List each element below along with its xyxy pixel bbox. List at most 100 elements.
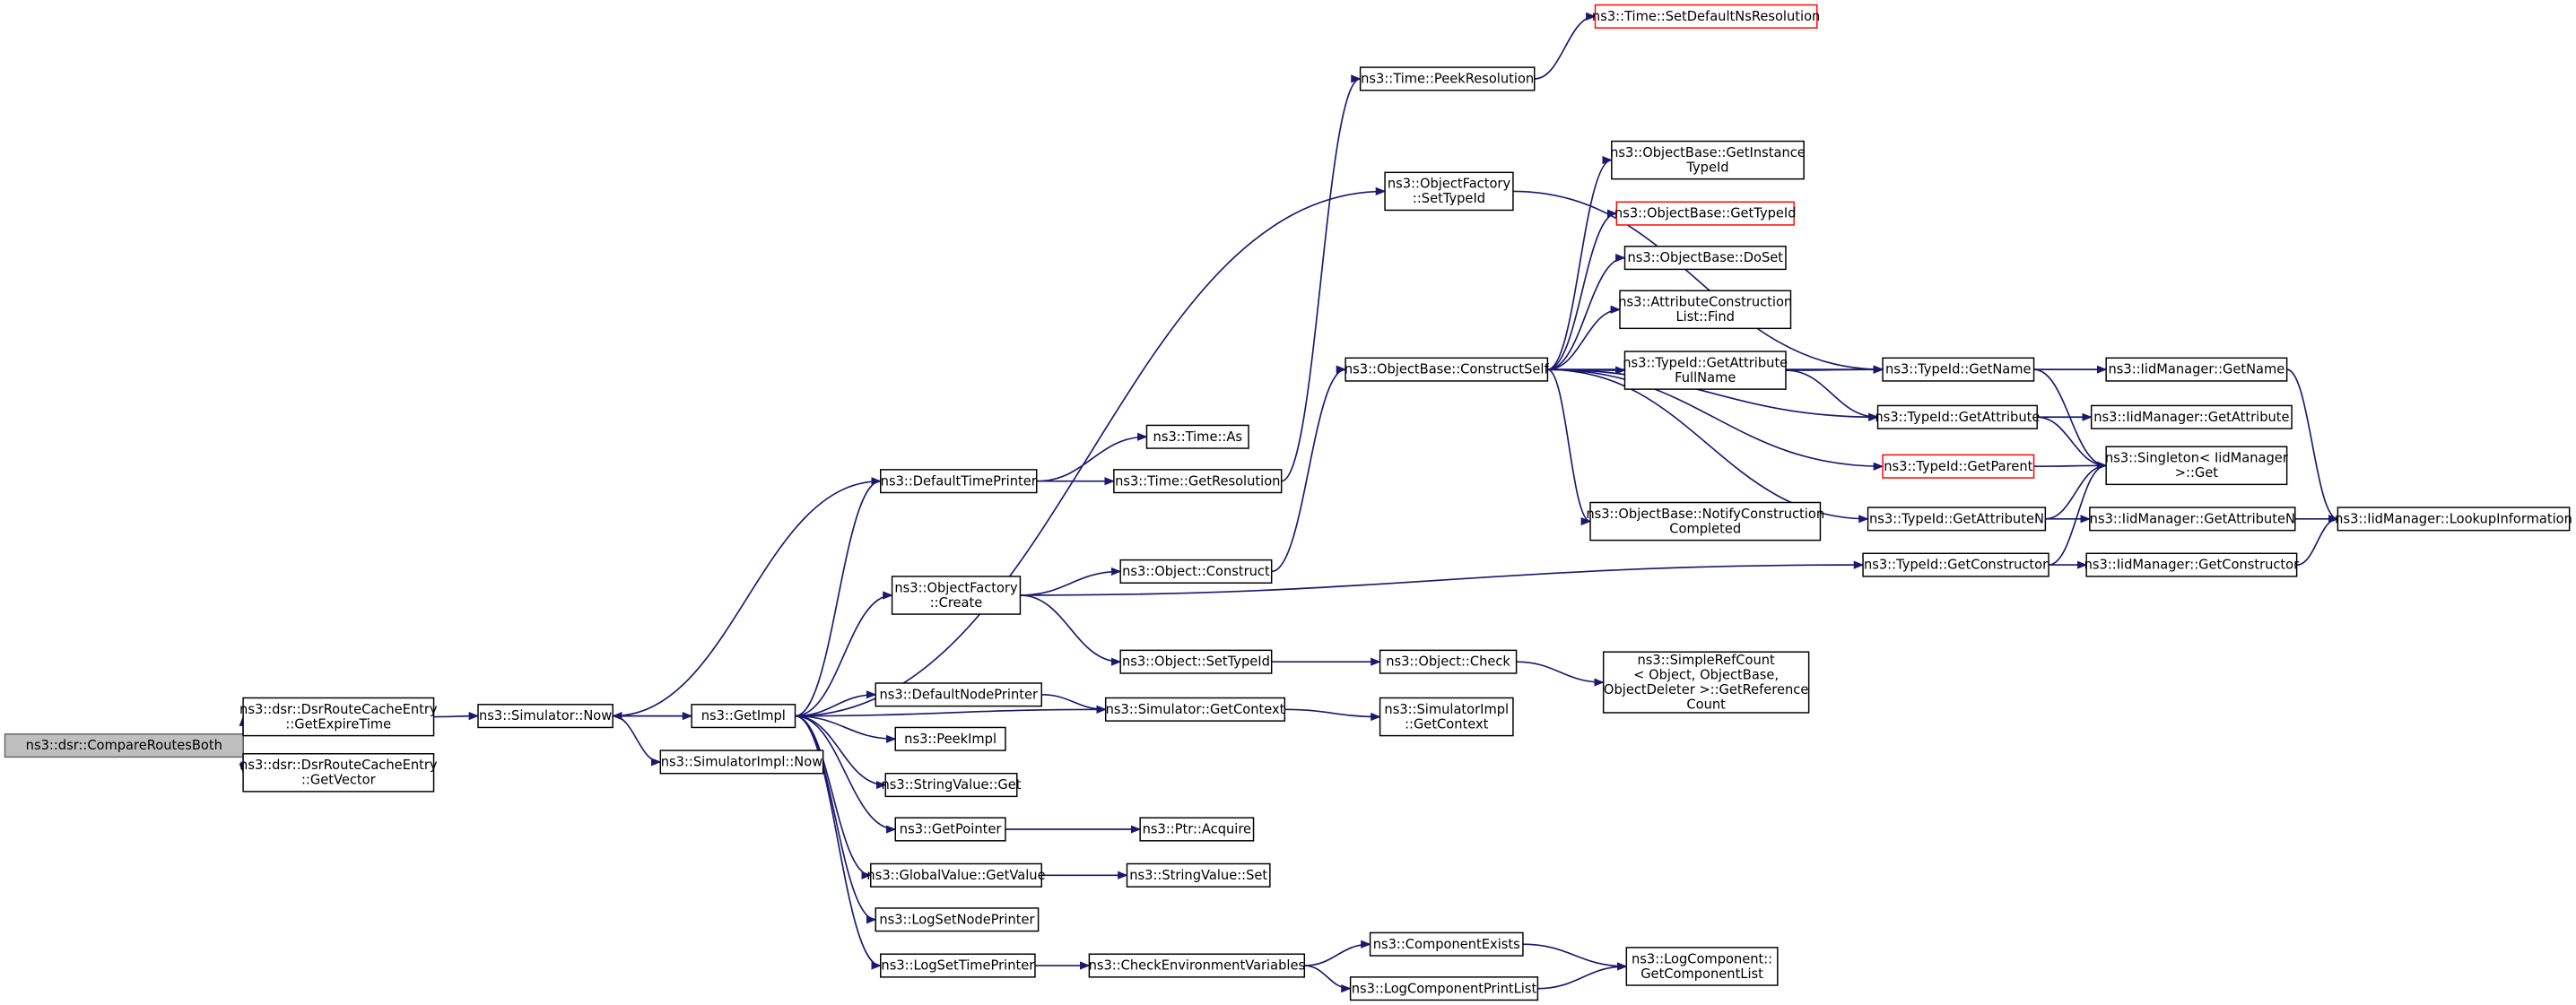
node-ns3-defaultnodeprinter[interactable]: ns3::DefaultNodePrinter: [875, 682, 1042, 707]
node-ns3-object-construct[interactable]: ns3::Object::Construct: [1119, 559, 1273, 584]
node-ns3-simulatorimpl-getcontext[interactable]: ns3::SimulatorImpl::GetContext: [1379, 697, 1514, 737]
node-box: [1625, 947, 1779, 986]
node-label: ns3::Simulator::Now: [479, 708, 612, 723]
edge-n22-n29: [1304, 965, 1352, 993]
node-ns3-object-check[interactable]: ns3::Object::Check: [1379, 649, 1518, 674]
node-ns3-time-as[interactable]: ns3::Time::As: [1145, 424, 1249, 449]
node-ns3-logsettimeprinter[interactable]: ns3::LogSetTimePrinter: [880, 953, 1036, 978]
edge-n28-n38: [1522, 943, 1628, 971]
node-ns3-objectbase-notifyconstructioncompleted[interactable]: ns3::ObjectBase::NotifyConstructionCompl…: [1586, 501, 1824, 541]
node-box: [884, 772, 1018, 798]
node-label: ns3::StringValue::Set: [1129, 868, 1267, 883]
node-box: [1594, 4, 1818, 29]
node-ns3-iidmanager-getattributen[interactable]: ns3::IidManager::GetAttributeN: [2089, 507, 2296, 532]
node-label: ns3::Ptr::Acquire: [1143, 822, 1251, 837]
node-box: [242, 697, 435, 737]
edge-n3-n5: [613, 715, 662, 767]
node-ns3-stringvalue-get[interactable]: ns3::StringValue::Get: [882, 772, 1022, 798]
node-ns3-objectfactory-create[interactable]: ns3::ObjectFactory::Create: [891, 576, 1022, 615]
node-label: ns3::Time::As: [1153, 429, 1242, 445]
node-ns3-simplerefcount-object-objectbase-objectdeleter-getreferencecount[interactable]: ns3::SimpleRefCount< Object, ObjectBase,…: [1602, 651, 1810, 714]
node-box: [870, 862, 1042, 888]
node-label: ns3::ObjectBase::DoSet: [1627, 250, 1783, 265]
node-label: ns3::TypeId::GetName: [1885, 362, 2031, 377]
node-box: [1369, 931, 1524, 957]
node-ns3-simulatorimpl-now[interactable]: ns3::SimulatorImpl::Now: [659, 749, 824, 775]
node-box: [875, 907, 1040, 932]
edge-n41-n46: [2033, 461, 2108, 470]
edge-n4-n7: [795, 591, 893, 717]
node-ns3-objectbase-constructself[interactable]: ns3::ObjectBase::ConstructSelf: [1345, 357, 1550, 382]
node-label: ns3::dsr::CompareRoutesBoth: [26, 738, 222, 753]
node-ns3-typeid-getconstructor[interactable]: ns3::TypeId::GetConstructor: [1862, 552, 2049, 577]
node-ns3-time-peekresolution[interactable]: ns3::Time::PeekResolution: [1359, 66, 1536, 91]
node-label: ns3::GetImpl: [701, 708, 786, 723]
node-ns3-logsetnodeprinter[interactable]: ns3::LogSetNodePrinter: [875, 907, 1040, 932]
node-ns3-iidmanager-getconstructor[interactable]: ns3::IidManager::GetConstructor: [2084, 552, 2301, 577]
node-ns3-time-getresolution[interactable]: ns3::Time::GetResolution: [1113, 469, 1283, 494]
edge-n25-n36: [1547, 368, 1592, 526]
edge-n7-n18: [1020, 594, 1122, 666]
node-ns3-logcomponent-getcomponentlist[interactable]: ns3::LogComponent::GetComponentList: [1625, 947, 1779, 986]
node-label: ObjectDeleter >::GetReference: [1604, 682, 1808, 697]
node-box: [1589, 501, 1822, 541]
node-box: [1623, 246, 1787, 271]
node-ns3-iidmanager-getname[interactable]: ns3::IidManager::GetName: [2105, 357, 2288, 382]
node-ns3-ptr-acquire[interactable]: ns3::Ptr::Acquire: [1139, 817, 1255, 842]
edge-n26-n37: [1516, 661, 1605, 687]
edge-n23-n30: [1534, 12, 1597, 80]
node-ns3-checkenvironmentvariables[interactable]: ns3::CheckEnvironmentVariables: [1088, 953, 1306, 978]
node-ns3-logcomponentprintlist[interactable]: ns3::LogComponentPrintList: [1349, 976, 1539, 1001]
node-ns3-typeid-getparent[interactable]: ns3::TypeId::GetParent: [1882, 454, 2035, 479]
node-box: [880, 953, 1036, 978]
node-ns3-simulator-getcontext[interactable]: ns3::Simulator::GetContext: [1104, 697, 1286, 722]
node-box: [1876, 404, 2038, 429]
edge-n4-n19: [795, 705, 1107, 717]
node-label: ns3::ObjectFactory: [894, 580, 1018, 595]
node-ns3-dsr-dsrroutecacheentry-getvector[interactable]: ns3::dsr::DsrRouteCacheEntry::GetVector: [239, 753, 438, 793]
node-label: ns3::dsr::DsrRouteCacheEntry: [239, 702, 438, 717]
node-box: [659, 749, 824, 775]
node-ns3-typeid-getattributen[interactable]: ns3::TypeId::GetAttributeN: [1867, 507, 2047, 532]
node-ns3-typeid-getname[interactable]: ns3::TypeId::GetName: [1882, 357, 2035, 382]
node-label: ::GetContext: [1405, 716, 1489, 732]
node-ns3-defaulttimeprinter[interactable]: ns3::DefaultTimePrinter: [880, 469, 1038, 494]
node-label: < Object, ObjectBase,: [1633, 667, 1779, 682]
node-label: ns3::Object::SetTypeId: [1122, 654, 1270, 670]
edge-n4-n6: [795, 477, 882, 717]
node-ns3-stringvalue-set[interactable]: ns3::StringValue::Set: [1126, 862, 1271, 888]
node-ns3-objectbase-doset[interactable]: ns3::ObjectBase::DoSet: [1623, 246, 1787, 271]
node-ns3-singleton-iidmanager-get[interactable]: ns3::Singleton< IidManager >::Get: [2105, 446, 2289, 486]
node-label: ns3::ObjectBase::ConstructSelf: [1345, 362, 1550, 377]
node-box: [1088, 953, 1306, 978]
node-ns3-iidmanager-lookupinformation[interactable]: ns3::IidManager::LookupInformation: [2335, 507, 2572, 532]
node-ns3-typeid-getattribute[interactable]: ns3::TypeId::GetAttribute: [1875, 404, 2040, 429]
node-box: [1379, 649, 1518, 674]
node-box: [875, 682, 1042, 707]
node-ns3-objectfactory-settypeid[interactable]: ns3::ObjectFactory::SetTypeId: [1384, 171, 1514, 212]
edge-n7-n43: [1020, 560, 1865, 596]
node-ns3-getimpl[interactable]: ns3::GetImpl: [691, 704, 796, 729]
node-ns3-getpointer[interactable]: ns3::GetPointer: [894, 817, 1006, 842]
edge-n8-n19: [1041, 693, 1107, 714]
node-ns3-object-settypeid[interactable]: ns3::Object::SetTypeId: [1119, 649, 1273, 674]
node-ns3-peekimpl[interactable]: ns3::PeekImpl: [894, 726, 1006, 751]
node-ns3-iidmanager-getattribute[interactable]: ns3::IidManager::GetAttribute: [2090, 404, 2293, 429]
node-ns3-globalvalue-getvalue[interactable]: ns3::GlobalValue::GetValue: [866, 862, 1046, 888]
node-label: ns3::IidManager::LookupInformation: [2335, 511, 2572, 526]
edge-n19-n27: [1284, 708, 1381, 722]
node-label: ns3::Time::PeekResolution: [1361, 72, 1534, 87]
node-label: ns3::GlobalValue::GetValue: [866, 868, 1045, 883]
node-label: ns3::Time::GetResolution: [1115, 473, 1280, 489]
node-label: ns3::LogSetNodePrinter: [879, 912, 1035, 927]
node-box: [1862, 552, 2049, 577]
node-ns3-objectbase-gettypeid[interactable]: ns3::ObjectBase::GetTypeId: [1614, 201, 1797, 226]
node-ns3-componentexists[interactable]: ns3::ComponentExists: [1369, 931, 1524, 957]
node-ns3-time-setdefaultnsresolution[interactable]: ns3::Time::SetDefaultNsResolution: [1592, 4, 1820, 29]
node-box: [1113, 469, 1283, 494]
node-ns3-simulator-now[interactable]: ns3::Simulator::Now: [477, 704, 614, 729]
node-ns3-dsr-dsrroutecacheentry-getexpiretime[interactable]: ns3::dsr::DsrRouteCacheEntry::GetExpireT…: [239, 697, 438, 737]
